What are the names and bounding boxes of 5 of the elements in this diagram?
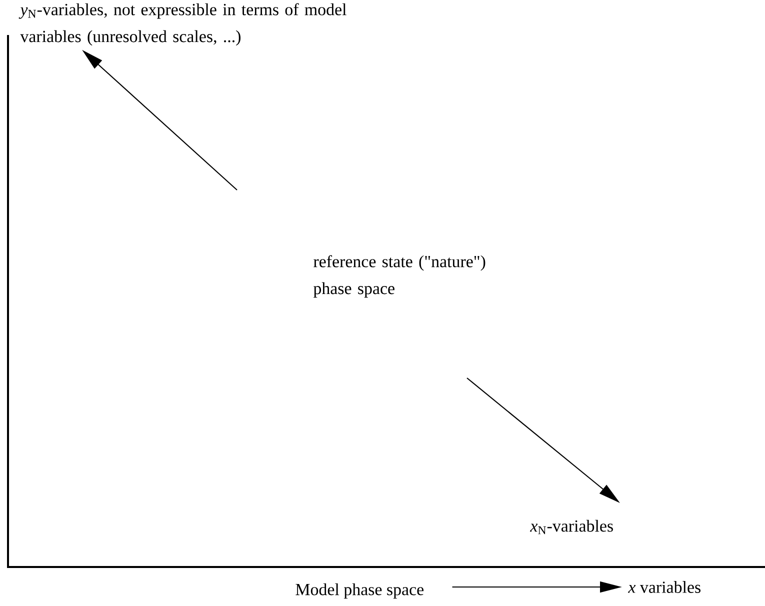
axis-label: x variables (628, 581, 700, 593)
text-label: reference state ("nature") phase space (313, 255, 486, 298)
axis-label: Model phase space (296, 583, 424, 599)
axis-label: x$_{N}$-variables (530, 520, 613, 534)
text-label: y$_{N}$-variables, not expressible in terms of model variables (unresolved scales, ...) (18, 3, 346, 46)
